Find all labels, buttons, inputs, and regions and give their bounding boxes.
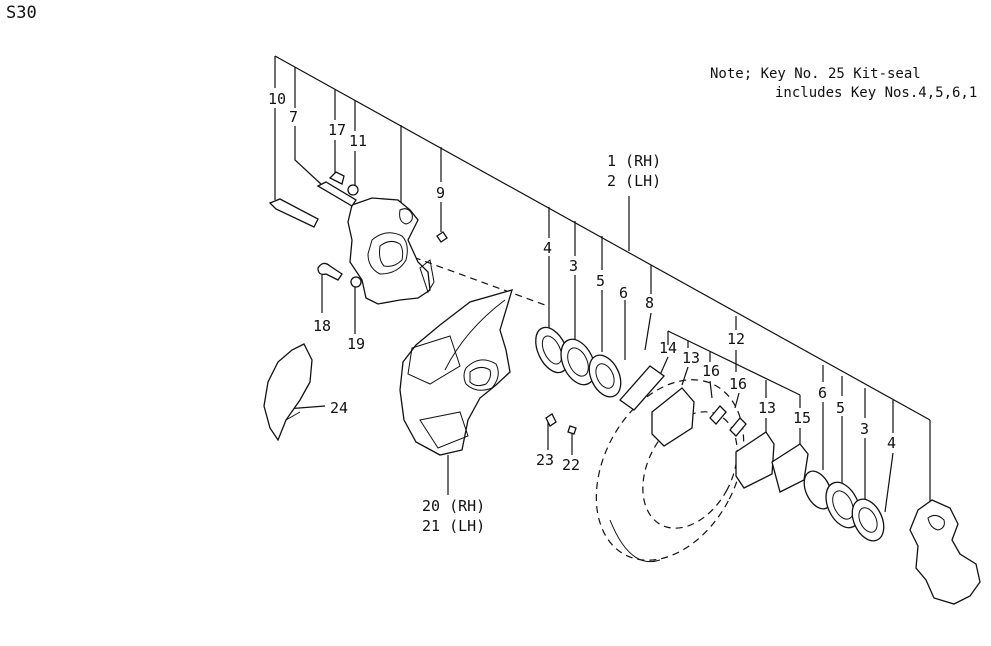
label-key-8: 8 bbox=[645, 294, 654, 312]
splash-guard bbox=[263, 343, 313, 442]
label-key-13: 13 bbox=[758, 399, 776, 417]
label-key-9: 9 bbox=[436, 184, 445, 202]
label-key-11: 11 bbox=[349, 132, 367, 150]
note-line-1: Note; Key No. 25 Kit-seal bbox=[710, 66, 921, 82]
small-fasteners bbox=[545, 413, 577, 435]
label-key-4: 4 bbox=[543, 239, 552, 257]
label-key-24: 24 bbox=[330, 399, 348, 417]
label-key-19: 19 bbox=[347, 335, 365, 353]
note-line-2: includes Key Nos.4,5,6,1 bbox=[775, 85, 977, 101]
caliper-assembly bbox=[268, 171, 448, 305]
dust-shield bbox=[399, 289, 513, 456]
wheel-bearings-outer bbox=[803, 470, 885, 542]
label-key-6: 6 bbox=[619, 284, 628, 302]
label-key-14: 14 bbox=[659, 339, 677, 357]
label-key-22: 22 bbox=[562, 456, 580, 474]
label-key-20: 20 (RH) bbox=[422, 497, 485, 515]
callout-labels: 1 (RH) 2 (LH) 3 3 4 4 5 5 6 6 7 8 9 10 1… bbox=[268, 90, 896, 535]
label-key-17: 17 bbox=[328, 121, 346, 139]
label-key-18: 18 bbox=[313, 317, 331, 335]
label-key-4: 4 bbox=[887, 434, 896, 452]
page-code: S30 bbox=[6, 3, 37, 23]
brake-pads bbox=[651, 387, 809, 493]
label-key-21: 21 (LH) bbox=[422, 517, 485, 535]
label-key-13: 13 bbox=[682, 349, 700, 367]
label-key-12: 12 bbox=[727, 330, 745, 348]
label-key-7: 7 bbox=[289, 108, 298, 126]
label-key-5: 5 bbox=[836, 399, 845, 417]
label-key-10: 10 bbox=[268, 90, 286, 108]
leader-lines bbox=[274, 55, 931, 513]
label-key-3: 3 bbox=[569, 257, 578, 275]
label-key-15: 15 bbox=[793, 409, 811, 427]
label-key-6: 6 bbox=[818, 384, 827, 402]
wheel-bearings-inner bbox=[535, 326, 665, 411]
label-key-2: 2 (LH) bbox=[607, 172, 661, 190]
label-key-16: 16 bbox=[729, 375, 747, 393]
label-key-1: 1 (RH) bbox=[607, 152, 661, 170]
label-key-5: 5 bbox=[596, 272, 605, 290]
steering-knuckle bbox=[909, 499, 981, 605]
label-key-3: 3 bbox=[860, 420, 869, 438]
label-key-23: 23 bbox=[536, 451, 554, 469]
label-key-16: 16 bbox=[702, 362, 720, 380]
